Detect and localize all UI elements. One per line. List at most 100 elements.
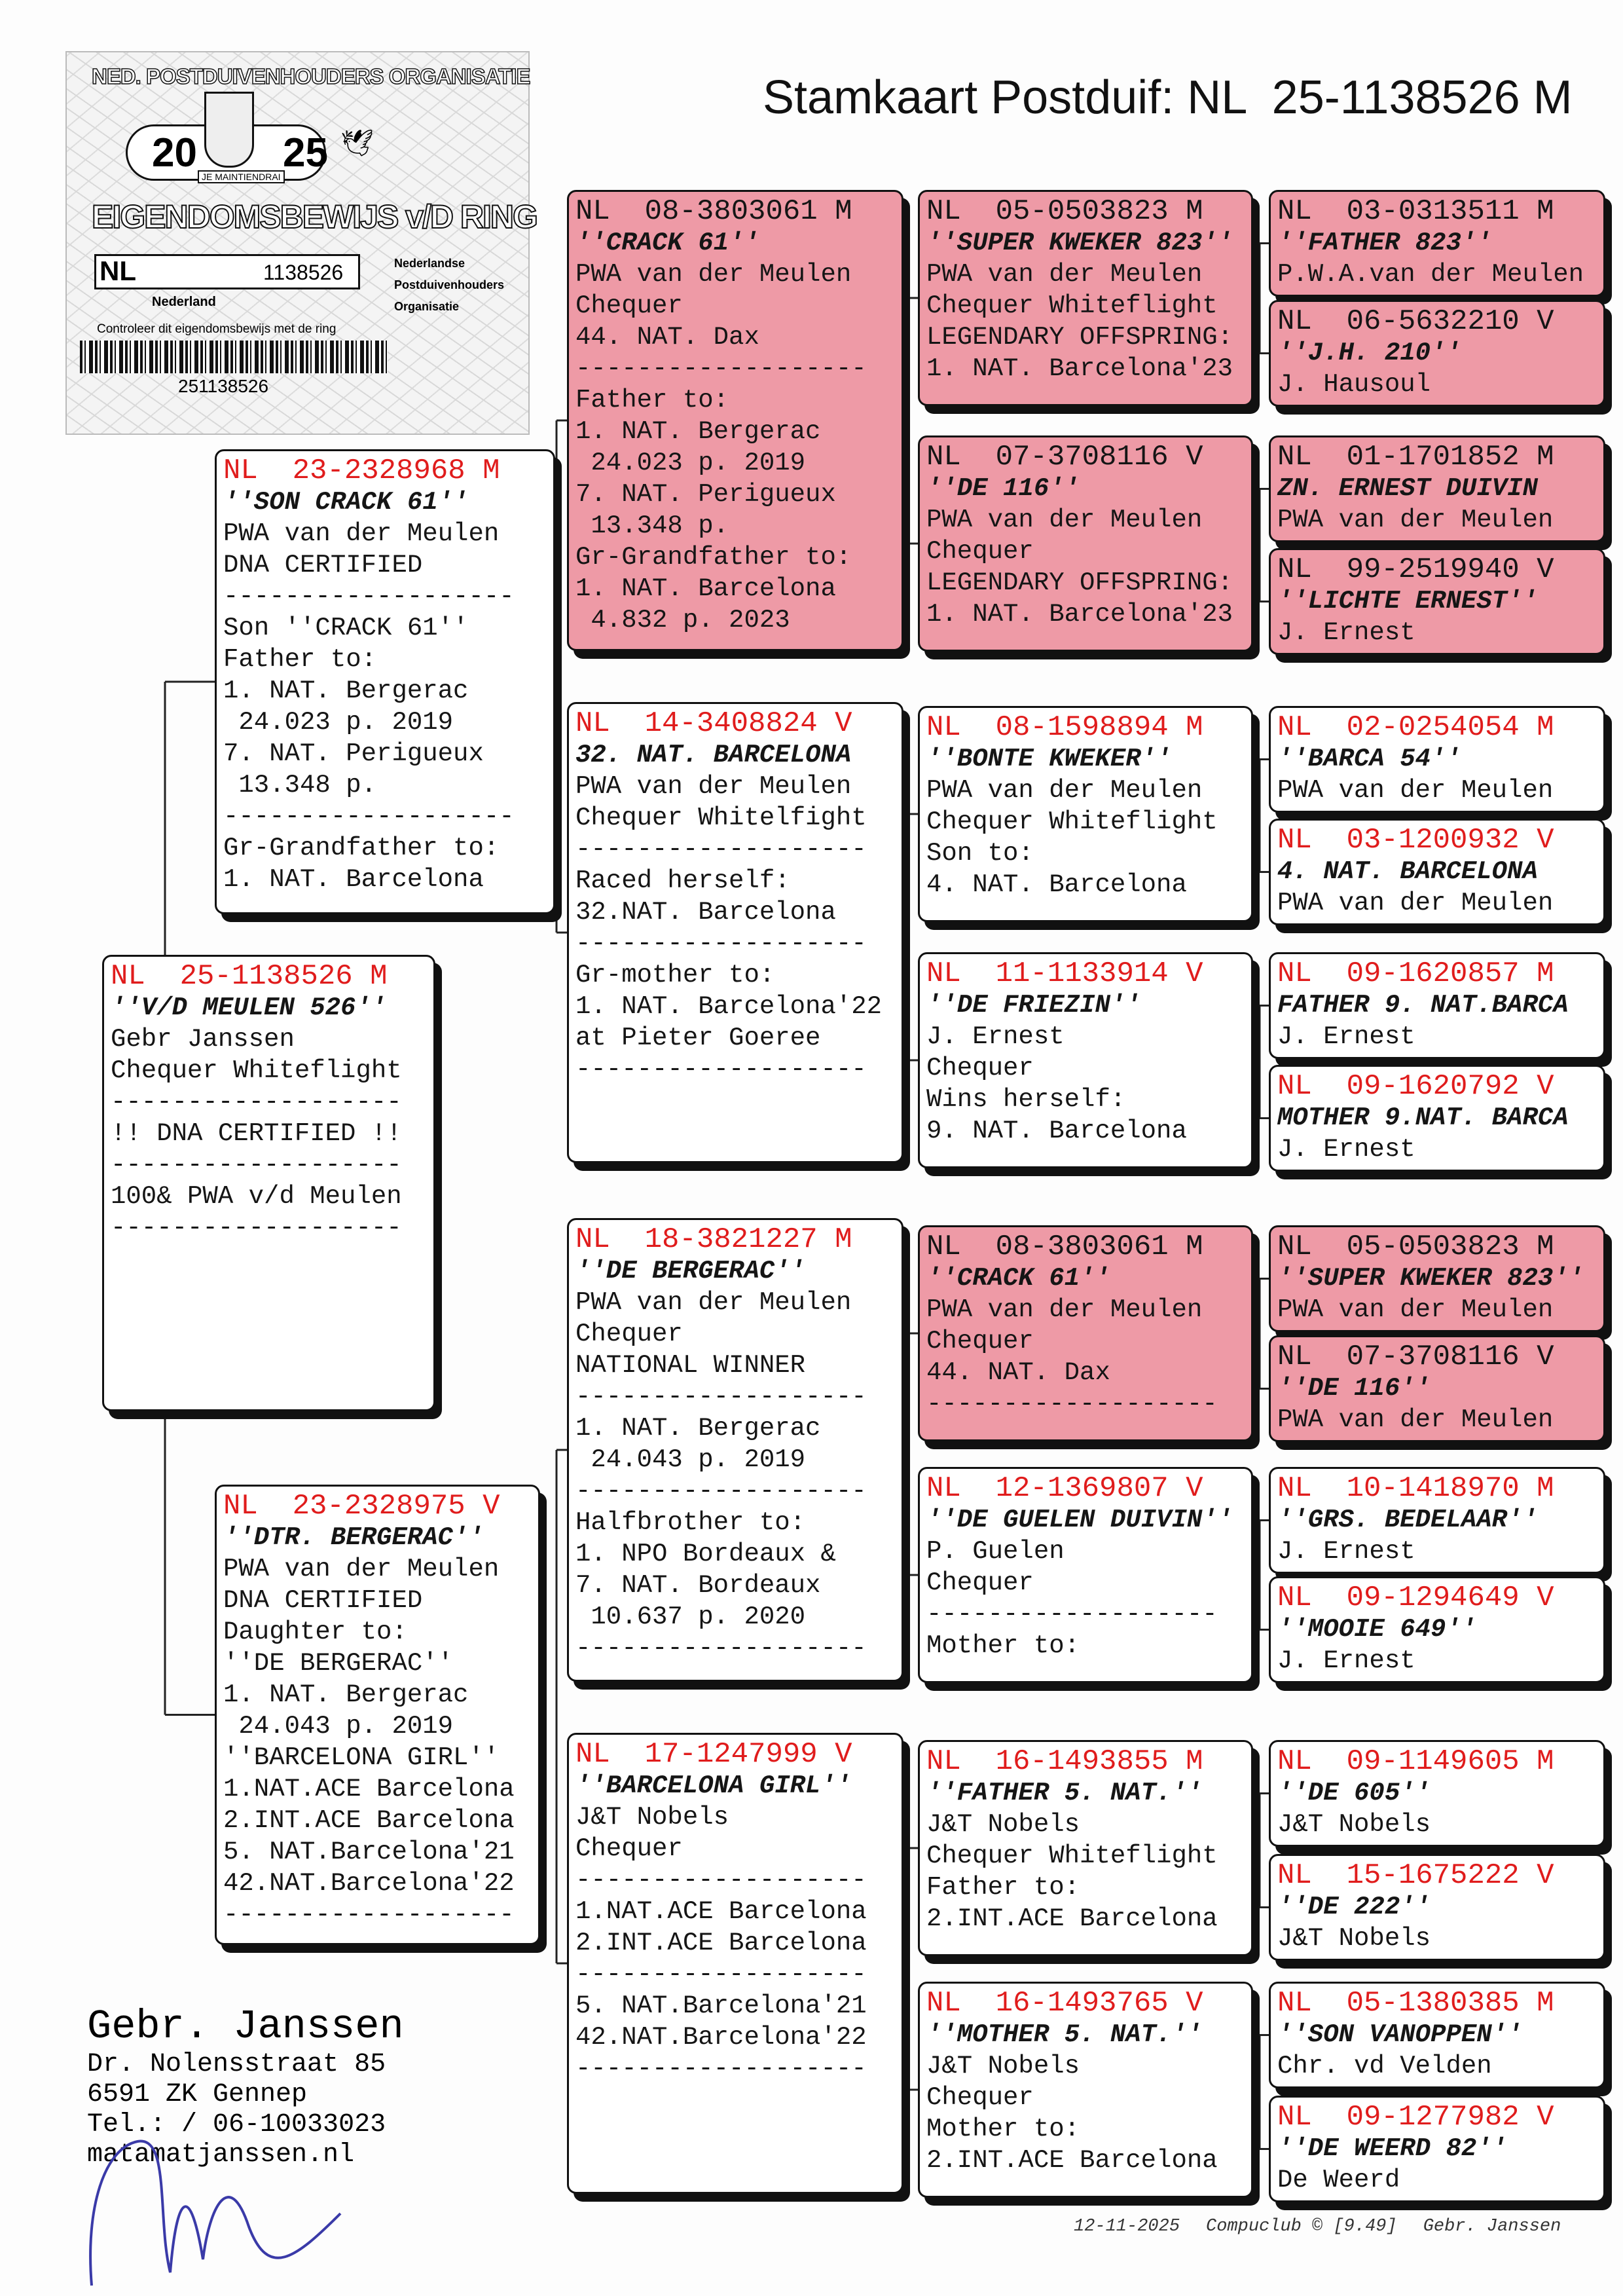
- pigeon-name: ''FATHER 5. NAT.'': [926, 1779, 1203, 1807]
- pigeon-info-line: Halfbrother to:: [575, 1508, 806, 1537]
- pigeon-info-line: Chequer: [926, 537, 1034, 566]
- pigeon-info-line: DNA CERTIFIED: [223, 551, 423, 580]
- pigeon-info-line: 1.NAT.ACE Barcelona: [575, 1897, 867, 1926]
- pigeon-info-line: 5. NAT.Barcelona'21: [223, 1838, 515, 1866]
- pigeon-name: ''SUPER KWEKER 823'': [926, 229, 1233, 257]
- ancestor-box: NL 17-1247999 V''BARCELONA GIRL''J&T Nob…: [567, 1733, 903, 2194]
- ring-number: NL 99-2519940 V: [1277, 553, 1554, 586]
- pigeon-info-line: -------------------: [926, 1600, 1218, 1629]
- pigeon-info-line: 2.INT.ACE Barcelona: [926, 2146, 1218, 2175]
- pigeon-info-line: -------------------: [223, 582, 515, 611]
- pigeon-info-line: 1. NAT. Barcelona'22: [575, 992, 883, 1021]
- pigeon-info-line: 7. NAT. Perigueux: [223, 739, 484, 768]
- barcode-number: 251138526: [178, 376, 269, 396]
- certificate-org: NED. POSTDUIVENHOUDERS ORGANISATIE: [91, 64, 531, 89]
- year-right: 25: [283, 130, 328, 176]
- pigeon-info-line: 24.023 p. 2019: [223, 708, 454, 737]
- pigeon-info-line: 24.043 p. 2019: [223, 1712, 454, 1741]
- pigeon-info-line: PWA van der Meulen: [926, 506, 1203, 534]
- ring-number: 1138526: [263, 261, 344, 284]
- pigeon-info-line: -------------------: [575, 1477, 867, 1506]
- pigeon-name: ''BARCELONA GIRL'': [575, 1771, 852, 1800]
- pigeon-info-line: -------------------: [575, 1634, 867, 1663]
- pigeon-info-line: -------------------: [575, 929, 867, 958]
- ring-number: NL 16-1493765 V: [926, 1987, 1203, 2020]
- ring-number: NL 08-3803061 M: [575, 195, 852, 228]
- ring-number: NL 23-2328968 M: [223, 454, 500, 487]
- ring-number: NL 08-1598894 M: [926, 711, 1203, 744]
- pigeon-info-line: 24.043 p. 2019: [575, 1445, 806, 1474]
- ancestor-box: NL 09-1294649 V''MOOIE 649''J. Ernest: [1269, 1576, 1605, 1683]
- pigeon-info-line: 1. NAT. Bergerac: [575, 417, 821, 446]
- pigeon-info-line: PWA van der Meulen: [1277, 889, 1554, 917]
- pigeon-info-line: 5. NAT.Barcelona'21: [575, 1991, 867, 2020]
- pigeon-info-line: Chequer: [926, 1327, 1034, 1356]
- ancestor-box: NL 05-0503823 M''SUPER KWEKER 823''PWA v…: [918, 190, 1253, 406]
- npo-line: Organisatie: [394, 300, 460, 313]
- year-left: 20: [152, 130, 197, 176]
- pigeon-info-line: ''DE BERGERAC'': [223, 1649, 454, 1678]
- ring-number: NL 02-0254054 M: [1277, 711, 1554, 744]
- pigeon-info-line: J. Ernest: [926, 1022, 1065, 1051]
- pigeon-info-line: Father to:: [926, 1873, 1080, 1902]
- pigeon-info-line: Chequer Whiteflight: [926, 1842, 1218, 1870]
- pigeon-info-line: -------------------: [223, 1900, 515, 1929]
- pigeon-name: ''DE FRIEZIN'': [926, 991, 1141, 1020]
- ring-number: NL 05-0503823 M: [926, 195, 1203, 228]
- pigeon-info-line: Wins herself:: [926, 1085, 1126, 1114]
- pigeon-info-line: -------------------: [575, 1382, 867, 1411]
- ancestor-box: NL 08-3803061 M''CRACK 61''PWA van der M…: [567, 190, 903, 651]
- pigeon-info-line: Mother to:: [926, 1631, 1080, 1660]
- pigeon-name: ''CRACK 61'': [926, 1264, 1110, 1293]
- ancestor-box: NL 05-1380385 M''SON VANOPPEN''Chr. vd V…: [1269, 1982, 1605, 2088]
- pigeon-info-line: J. Ernest: [1277, 1646, 1415, 1675]
- owner-street: Dr. Nolensstraat 85: [87, 2050, 386, 2079]
- pigeon-info-line: Chequer Whiteflight: [111, 1056, 402, 1085]
- pigeon-info-line: Gr-Grandfather to:: [575, 543, 852, 572]
- ring-number: NL 06-5632210 V: [1277, 305, 1554, 338]
- ring-number: NL 03-1200932 V: [1277, 824, 1554, 857]
- ring-number: NL 09-1620792 V: [1277, 1070, 1554, 1103]
- pigeon-info-line: PWA van der Meulen: [223, 519, 500, 548]
- pigeon-name: ''DE WEERD 82'': [1277, 2134, 1508, 2163]
- owner-name: Gebr. Janssen: [87, 2003, 404, 2050]
- software-credit: Compuclub © [9.49]: [1206, 2217, 1397, 2236]
- pigeon-info-line: Son ''CRACK 61'': [223, 614, 469, 642]
- pigeon-name: ''SON VANOPPEN'': [1277, 2020, 1523, 2049]
- pigeon-info-line: PWA van der Meulen: [1277, 1295, 1554, 1324]
- pigeon-name: ''GRS. BEDELAAR'': [1277, 1506, 1538, 1534]
- pigeon-info-line: 1.NAT.ACE Barcelona: [223, 1775, 515, 1804]
- owner-email: matamatjanssen.nl: [87, 2140, 355, 2170]
- pigeon-info-line: Chequer: [575, 1834, 683, 1863]
- pigeon-name: ''CRACK 61'': [575, 229, 759, 257]
- pigeon-info-line: -------------------: [575, 835, 867, 864]
- pigeon-info-line: -------------------: [575, 1866, 867, 1895]
- ring-number: NL 09-1620857 M: [1277, 957, 1554, 990]
- page-title: Stamkaart Postduif: NL 25-1138526 M: [763, 71, 1573, 124]
- pigeon-name: 4. NAT. BARCELONA: [1277, 857, 1538, 886]
- pigeon-info-line: Son to:: [926, 839, 1034, 868]
- pigeon-info-line: PWA van der Meulen: [926, 1295, 1203, 1324]
- pigeon-info-line: 1. NAT. Barcelona: [575, 574, 836, 603]
- pigeon-info-line: Daughter to:: [223, 1618, 407, 1646]
- pigeon-info-line: ''BARCELONA GIRL'': [223, 1743, 500, 1772]
- npo-line: Postduivenhouders: [394, 278, 505, 291]
- pigeon-info-line: J. Ernest: [1277, 1537, 1415, 1566]
- pigeon-info-line: PWA van der Meulen: [575, 772, 852, 801]
- ring-number: NL 17-1247999 V: [575, 1738, 852, 1771]
- pigeon-info-line: J. Ernest: [1277, 1135, 1415, 1164]
- pigeon-info-line: NATIONAL WINNER: [575, 1351, 806, 1380]
- pigeon-info-line: Gebr Janssen: [111, 1025, 295, 1054]
- pigeon-info-line: Father to:: [223, 645, 377, 674]
- pigeon-info-line: -------------------: [111, 1088, 402, 1117]
- pigeon-info-line: J. Ernest: [1277, 618, 1415, 647]
- ring-number: NL 09-1294649 V: [1277, 1582, 1554, 1614]
- pigeon-info-line: -------------------: [575, 354, 867, 383]
- ancestor-box: NL 07-3708116 V''DE 116''PWA van der Meu…: [918, 435, 1253, 652]
- footer-owner: Gebr. Janssen: [1423, 2217, 1561, 2236]
- ancestor-box: NL 07-3708116 V''DE 116''PWA van der Meu…: [1269, 1335, 1605, 1442]
- signature: [89, 2139, 342, 2286]
